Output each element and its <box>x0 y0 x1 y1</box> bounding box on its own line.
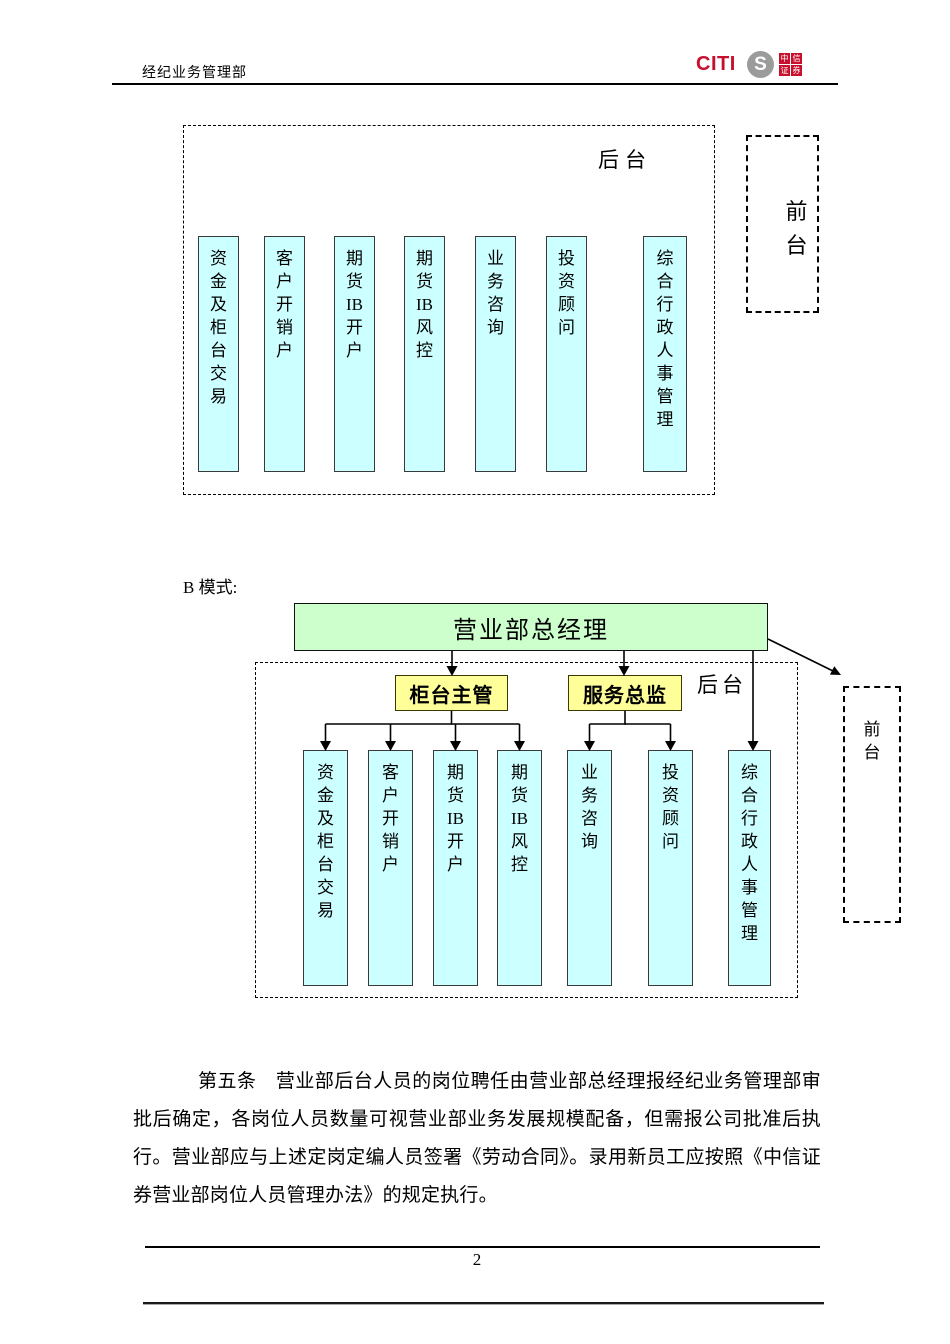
diagram-b-general-manager-box: 营业部总经理 <box>294 603 768 651</box>
diagram-a-backstage-container <box>183 125 715 495</box>
diagram-b-column-2: 客户开销户 <box>368 750 413 986</box>
diagram-b-backstage-label: 后台 <box>697 673 747 697</box>
diagram-b-column-6: 投资顾问 <box>648 750 693 986</box>
diagram-a-column-1: 资金及柜台交易 <box>198 236 239 472</box>
header-rule <box>112 83 838 85</box>
diagram-b-counter-supervisor-box: 柜台主管 <box>395 675 508 711</box>
diagram-a-column-7: 综合行政人事管理 <box>643 236 687 472</box>
diagram-a-backstage-label: 后台 <box>598 148 652 172</box>
mode-b-heading: B 模式: <box>183 578 238 597</box>
diagram-b-service-director-box: 服务总监 <box>568 675 682 711</box>
citic-seal-icon: 中 信 证 券 <box>779 53 802 76</box>
diagram-a-column-6: 投资顾问 <box>546 236 587 472</box>
diagram-b-column-1: 资金及柜台交易 <box>303 750 348 986</box>
diagram-b-column-5: 业务咨询 <box>567 750 612 986</box>
seal-char: 证 <box>779 65 790 76</box>
diagram-b-column-7: 综合行政人事管理 <box>728 750 771 986</box>
seal-char: 中 <box>779 53 790 64</box>
diagram-b-backstage-container <box>255 662 798 998</box>
citic-monogram-icon: S <box>747 51 774 78</box>
diagram-a-frontstage-box: 前台 <box>746 135 819 313</box>
diagram-b-frontstage-box: 前台 <box>843 686 901 923</box>
citic-wordmark: CITI <box>696 53 736 75</box>
citic-monogram-letter: S <box>754 53 767 75</box>
footer-rule-bottom <box>143 1302 824 1305</box>
seal-char: 信 <box>791 53 802 64</box>
page-number: 2 <box>472 1250 482 1269</box>
body-paragraph: 第五条 营业部后台人员的岗位聘任由营业部总经理报经纪业务管理部审批后确定，各岗位… <box>133 1071 821 1206</box>
diagram-a-column-5: 业务咨询 <box>475 236 516 472</box>
diagram-a-column-2: 客户开销户 <box>264 236 305 472</box>
seal-char: 券 <box>791 65 802 76</box>
footer-rule-top <box>145 1246 820 1248</box>
header-department-title: 经纪业务管理部 <box>142 66 247 81</box>
